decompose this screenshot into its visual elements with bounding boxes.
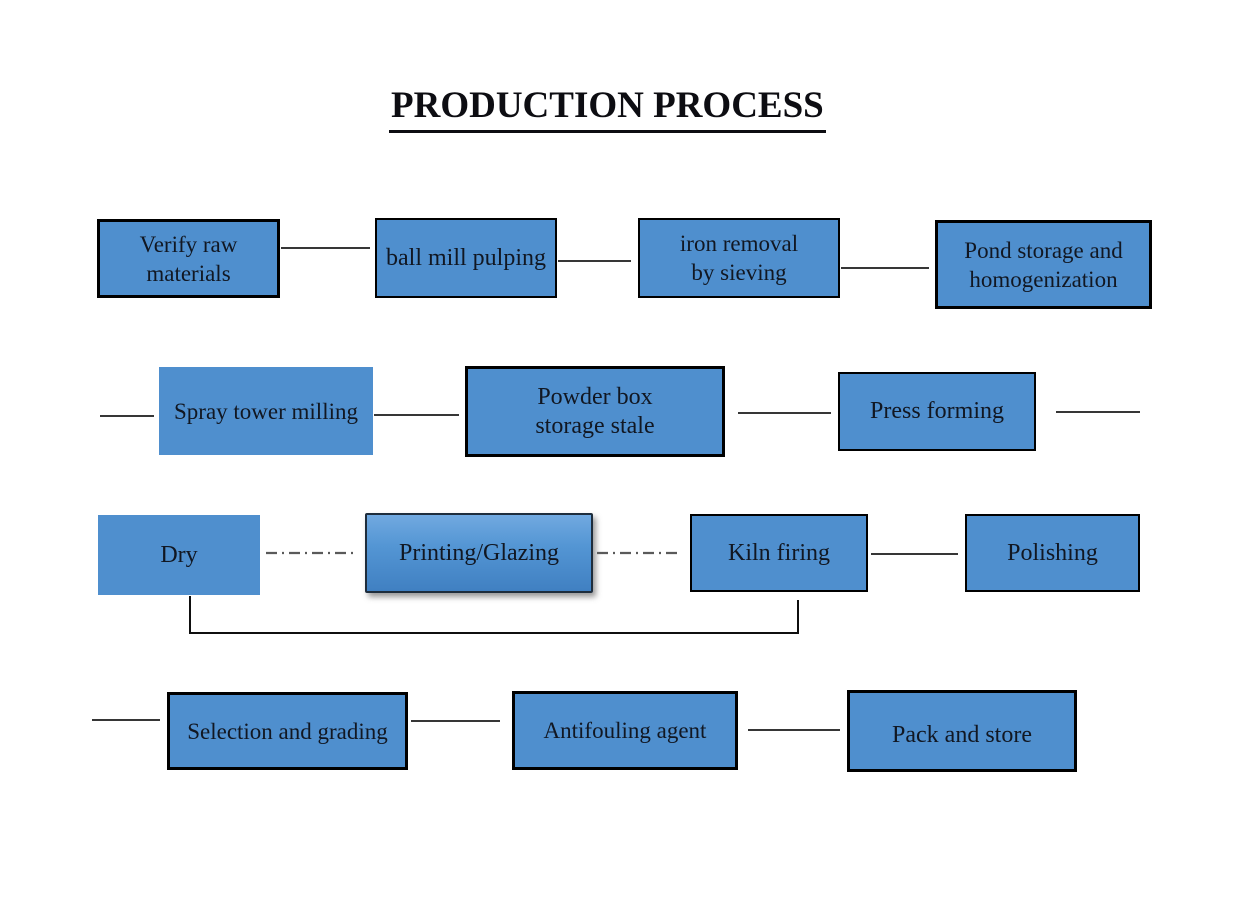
node-label: Press forming [870, 398, 1004, 424]
node-spray-tower-milling: Spray tower milling [159, 367, 373, 455]
node-verify-raw-materials: Verify raw materials [97, 219, 280, 298]
node-printing-glazing: Printing/Glazing [365, 513, 593, 593]
node-label: Printing/Glazing [399, 539, 559, 566]
node-kiln-firing: Kiln firing [690, 514, 868, 592]
node-pond-storage-homogenization: Pond storage and homogenization [935, 220, 1152, 309]
node-ball-mill-pulping: ball mill pulping [375, 218, 557, 298]
node-label: Spray tower milling [174, 398, 358, 424]
node-pack-and-store: Pack and store [847, 690, 1077, 772]
page-title: PRODUCTION PROCESS [389, 84, 826, 133]
node-label: Antifouling agent [543, 718, 707, 743]
node-label: ball mill pulping [386, 244, 546, 271]
node-antifouling-agent: Antifouling agent [512, 691, 738, 770]
node-dry: Dry [98, 515, 260, 595]
node-powder-box-storage-stale: Powder box storage stale [465, 366, 725, 457]
node-label: Verify raw materials [139, 231, 238, 286]
node-label: Pond storage and homogenization [964, 237, 1123, 292]
node-label: Polishing [1007, 539, 1098, 566]
node-label: iron removal by sieving [679, 231, 799, 285]
node-iron-removal-by-sieving: iron removal by sieving [638, 218, 840, 298]
node-label: Powder box storage stale [535, 383, 655, 439]
node-press-forming: Press forming [838, 372, 1036, 451]
node-selection-and-grading: Selection and grading [167, 692, 408, 770]
node-label: Pack and store [892, 721, 1032, 748]
node-polishing: Polishing [965, 514, 1140, 592]
node-label: Kiln firing [728, 539, 830, 566]
arrow-dry-bypass-to-kilnfiring [189, 596, 799, 634]
node-label: Selection and grading [187, 718, 388, 744]
node-label: Dry [160, 541, 198, 568]
